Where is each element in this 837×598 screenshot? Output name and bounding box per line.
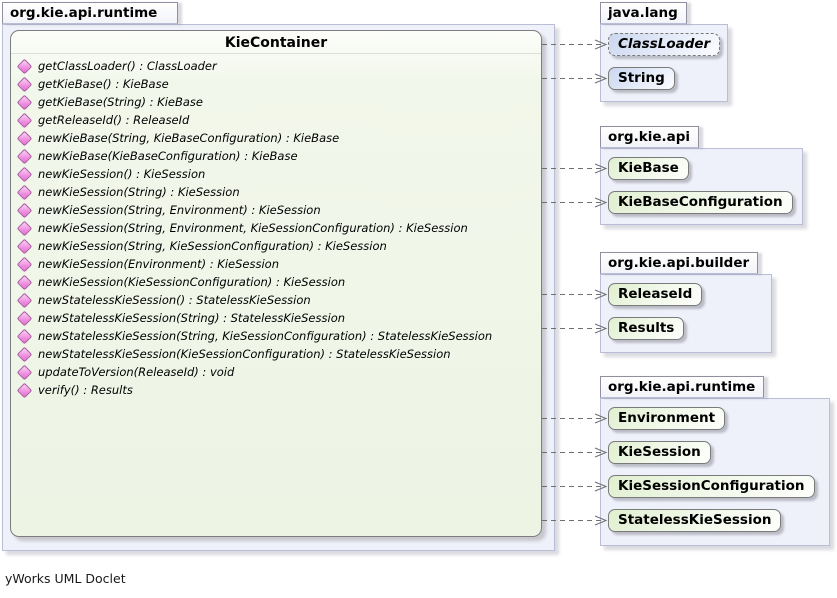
method-icon [16, 238, 33, 254]
method-icon [16, 292, 33, 308]
chip-row: Results [608, 317, 771, 351]
method-row[interactable]: getKieBase(String) : KieBase [15, 93, 537, 111]
class-chip[interactable]: String [608, 67, 675, 90]
method-label: getKieBase() : KieBase [38, 77, 169, 91]
method-icon [16, 58, 33, 74]
method-icon [16, 220, 33, 236]
method-icon [16, 166, 33, 182]
package-tab[interactable]: org.kie.api.builder [600, 252, 759, 274]
method-icon [16, 346, 33, 362]
chip-row: ReleaseId [608, 283, 771, 317]
method-row[interactable]: newKieSession(Environment) : KieSession [15, 255, 537, 273]
method-icon [16, 94, 33, 110]
method-icon [16, 112, 33, 128]
method-label: newKieSession(String, Environment, KieSe… [38, 221, 468, 235]
class-title[interactable]: KieContainer [11, 31, 541, 54]
chip-row: KieBase [608, 157, 802, 191]
method-icon [16, 256, 33, 272]
method-row[interactable]: newStatelessKieSession() : StatelessKieS… [15, 291, 537, 309]
method-row[interactable]: newKieBase(KieBaseConfiguration) : KieBa… [15, 147, 537, 165]
method-icon [16, 76, 33, 92]
method-label: newKieSession() : KieSession [38, 167, 206, 181]
method-label: newKieBase(KieBaseConfiguration) : KieBa… [38, 149, 298, 163]
doclet-credit[interactable]: yWorks UML Doclet [5, 571, 126, 586]
class-chip[interactable]: KieSessionConfiguration [608, 475, 815, 498]
chip-row: KieSession [608, 441, 829, 475]
method-icon [16, 184, 33, 200]
method-icon [16, 328, 33, 344]
method-icon [16, 130, 33, 146]
chip-row: KieBaseConfiguration [608, 191, 802, 225]
class-chip[interactable]: ClassLoader [608, 33, 721, 56]
method-label: getKieBase(String) : KieBase [38, 95, 203, 109]
method-row[interactable]: updateToVersion(ReleaseId) : void [15, 363, 537, 381]
method-row[interactable]: newKieSession() : KieSession [15, 165, 537, 183]
class-chip[interactable]: KieSession [608, 441, 711, 464]
method-label: verify() : Results [38, 383, 133, 397]
method-label: newKieSession(Environment) : KieSession [38, 257, 279, 271]
package-tab[interactable]: java.lang [600, 2, 687, 24]
method-row[interactable]: getClassLoader() : ClassLoader [15, 57, 537, 75]
method-row[interactable]: newKieSession(String) : KieSession [15, 183, 537, 201]
method-label: newKieSession(KieSessionConfiguration) :… [38, 275, 346, 289]
method-icon [16, 310, 33, 326]
method-row[interactable]: getKieBase() : KieBase [15, 75, 537, 93]
method-row[interactable]: newStatelessKieSession(String, KieSessio… [15, 327, 537, 345]
class-node-kiecontainer: KieContainer getClassLoader() : ClassLoa… [10, 30, 542, 537]
method-label: newStatelessKieSession() : StatelessKieS… [38, 293, 311, 307]
method-icon [16, 364, 33, 380]
method-label: newStatelessKieSession(KieSessionConfigu… [38, 347, 451, 361]
method-icon [16, 148, 33, 164]
method-label: newStatelessKieSession(String, KieSessio… [38, 329, 493, 343]
method-label: updateToVersion(ReleaseId) : void [38, 365, 235, 379]
chip-row: String [608, 67, 727, 101]
method-row[interactable]: newStatelessKieSession(KieSessionConfigu… [15, 345, 537, 363]
method-icon [16, 382, 33, 398]
method-row[interactable]: newKieSession(KieSessionConfiguration) :… [15, 273, 537, 291]
method-row[interactable]: newKieSession(String, Environment, KieSe… [15, 219, 537, 237]
method-list: getClassLoader() : ClassLoader getKieBase… [11, 54, 541, 399]
chip-row: StatelessKieSession [608, 509, 829, 543]
method-label: newKieSession(String, KieSessionConfigur… [38, 239, 387, 253]
package-tab-main[interactable]: org.kie.api.runtime [2, 2, 178, 24]
method-row[interactable]: getReleaseId() : ReleaseId [15, 111, 537, 129]
class-chip[interactable]: Results [608, 317, 685, 340]
chip-row: ClassLoader [608, 33, 727, 67]
package-tab[interactable]: org.kie.api [600, 126, 700, 148]
method-label: newKieBase(String, KieBaseConfiguration)… [38, 131, 340, 145]
method-label: getClassLoader() : ClassLoader [38, 59, 217, 73]
chip-row: KieSessionConfiguration [608, 475, 829, 509]
method-label: newStatelessKieSession(String) : Statele… [38, 311, 346, 325]
class-chip[interactable]: KieBase [608, 157, 689, 180]
class-chip[interactable]: Environment [608, 407, 726, 430]
method-row[interactable]: newKieBase(String, KieBaseConfiguration)… [15, 129, 537, 147]
method-row[interactable]: verify() : Results [15, 381, 537, 399]
class-chip[interactable]: StatelessKieSession [608, 509, 782, 532]
method-label: newKieSession(String) : KieSession [38, 185, 240, 199]
method-label: newKieSession(String, Environment) : Kie… [38, 203, 321, 217]
chip-row: Environment [608, 407, 829, 441]
method-label: getReleaseId() : ReleaseId [38, 113, 190, 127]
class-chip[interactable]: KieBaseConfiguration [608, 191, 793, 214]
package-tab[interactable]: org.kie.api.runtime [600, 376, 765, 398]
method-row[interactable]: newKieSession(String, KieSessionConfigur… [15, 237, 537, 255]
class-chip[interactable]: ReleaseId [608, 283, 703, 306]
method-icon [16, 274, 33, 290]
method-icon [16, 202, 33, 218]
method-row[interactable]: newKieSession(String, Environment) : Kie… [15, 201, 537, 219]
method-row[interactable]: newStatelessKieSession(String) : Statele… [15, 309, 537, 327]
